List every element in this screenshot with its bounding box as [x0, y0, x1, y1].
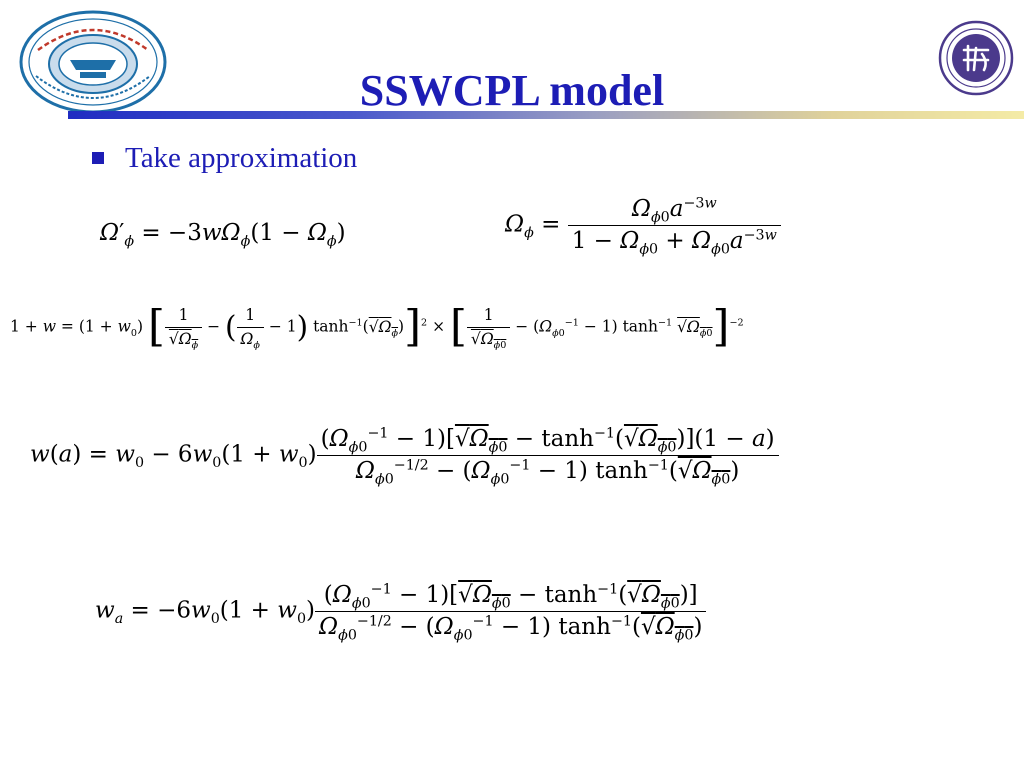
equation-omega-prime: Ω′ϕ = −3wΩϕ(1 − Ωϕ) — [100, 220, 346, 250]
university-seal-logo — [19, 10, 167, 114]
slide-title: SSWCPL model — [359, 66, 665, 116]
equation-w-of-a: w(a) = w0 − 6w0(1 + w0)(Ωϕ0−1 − 1)[√Ωϕ0 … — [30, 426, 779, 487]
equation-w-a: wa = −6w0(1 + w0)(Ωϕ0−1 − 1)[√Ωϕ0 − tanh… — [95, 582, 707, 643]
bullet-text: Take approximation — [125, 142, 358, 174]
department-seal-logo — [938, 20, 1014, 96]
title-divider — [68, 111, 1024, 119]
bullet-square-icon — [92, 152, 104, 164]
